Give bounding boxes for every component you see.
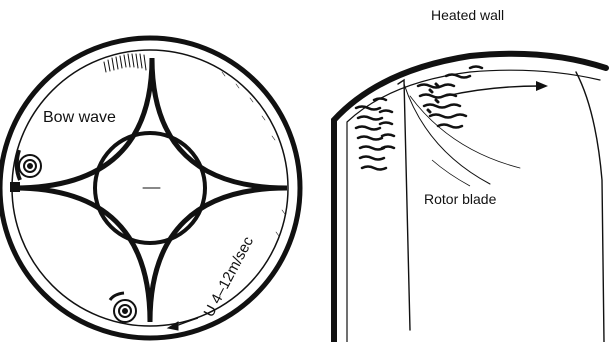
shock-streaks-right	[418, 67, 482, 128]
heated-wall-label: Heated wall	[431, 7, 504, 23]
rotor-blade-leader	[432, 160, 470, 186]
shock-streaks-left	[356, 99, 394, 170]
rotor-blade-label: Rotor blade	[424, 191, 497, 207]
bow-wave-hatching	[104, 54, 146, 72]
velocity-label: U 4–12m/sec	[201, 233, 258, 319]
bolt-bottom	[110, 293, 136, 322]
bolt-left	[17, 150, 41, 180]
rotor-blade	[398, 80, 410, 330]
flow-arrow	[446, 86, 540, 96]
flow-arrow-head	[536, 81, 548, 91]
left-wall-notch	[10, 182, 20, 192]
rotor-cross-section	[0, 38, 300, 338]
rotor-blade-edge-2	[410, 96, 520, 168]
right-wall	[576, 72, 604, 342]
rotor-star	[14, 58, 287, 322]
bow-wave-label: Bow wave	[43, 109, 116, 126]
